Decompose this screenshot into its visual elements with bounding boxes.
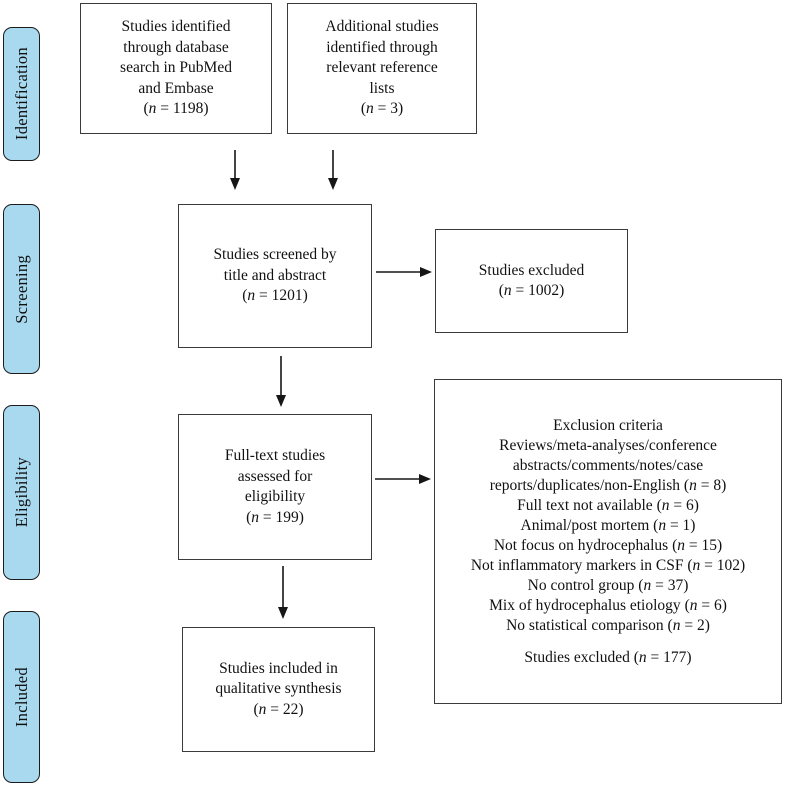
stage-label-included: Included	[11, 666, 31, 728]
stage-bar-screening: Screening	[3, 204, 40, 374]
box-count: (n = 199)	[246, 508, 304, 526]
arrow-fulltext-to-exclusion	[375, 474, 431, 484]
arrow-screened-to-excluded	[376, 267, 432, 277]
box-count: (n = 1002)	[498, 282, 565, 299]
box-studies-excluded-screening: Studies excluded (n = 1002)	[435, 229, 628, 333]
arrow-screened-to-fulltext	[276, 356, 286, 407]
box-count: (n = 22)	[253, 700, 304, 718]
stage-bar-eligibility: Eligibility	[3, 405, 40, 580]
box-count: (n = 1198)	[143, 100, 209, 118]
stage-bar-included: Included	[3, 611, 40, 783]
arrow-refs-to-screened	[328, 150, 338, 190]
arrow-db-to-screened	[230, 150, 240, 190]
box-count: (n = 1201)	[242, 287, 308, 305]
box-count: (n = 3)	[360, 100, 404, 118]
arrow-fulltext-to-included	[278, 566, 288, 619]
stage-bar-identification: Identification	[3, 27, 40, 161]
stage-label-identification: Identification	[11, 47, 31, 141]
stage-label-eligibility: Eligibility	[11, 457, 31, 528]
stage-label-screening: Screening	[11, 254, 31, 324]
